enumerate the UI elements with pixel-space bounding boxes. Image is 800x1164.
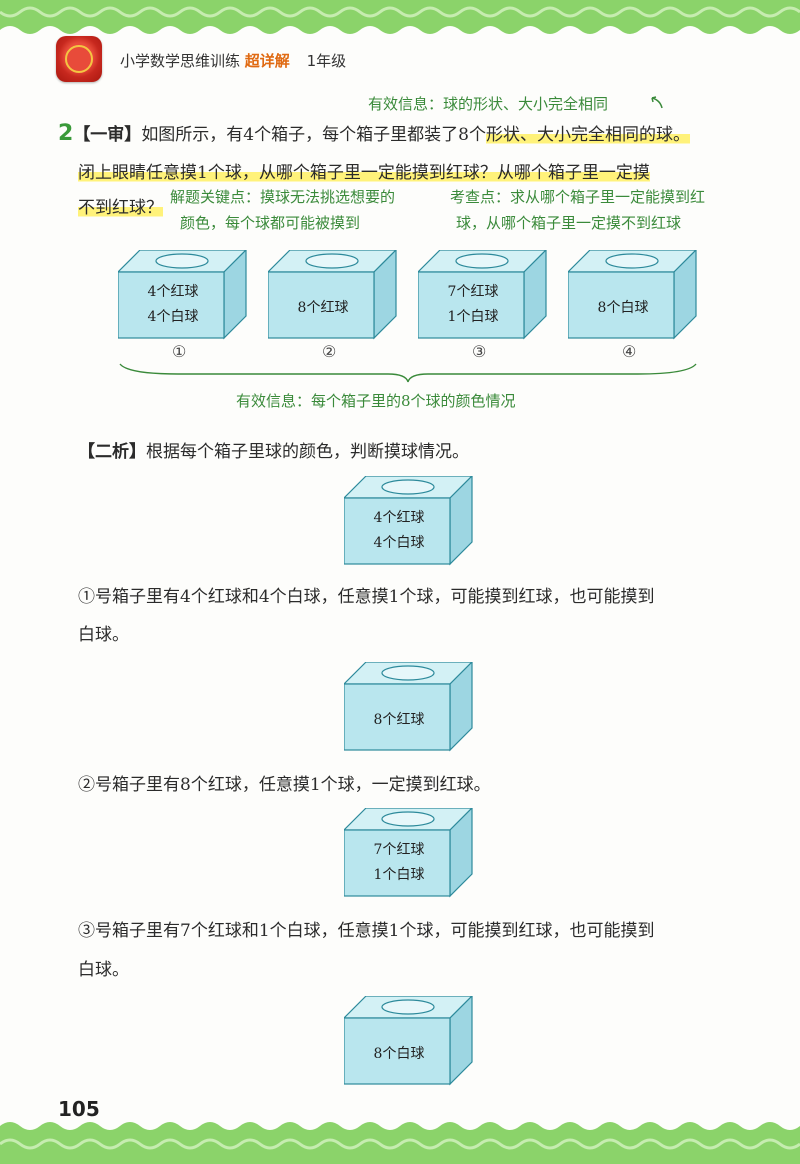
analysis-box-3-line-1: 7个红球 <box>373 842 425 858</box>
step1-tag: 【一审】 <box>73 125 142 145</box>
box-3: 7个红球 1个白球 <box>418 250 548 340</box>
analysis-box-1-line-1: 4个红球 <box>373 510 425 526</box>
box-2: 8个红球 <box>268 250 398 340</box>
analysis-intro-line: 【二析】根据每个箱子里球的颜色，判断摸球情况。 <box>78 437 469 462</box>
page-number: 105 <box>58 1097 100 1121</box>
box-4: 8个白球 <box>568 250 698 340</box>
footer-wave-band <box>0 1122 800 1164</box>
note-arrow-icon <box>651 96 663 109</box>
grade-label: 1年级 <box>306 52 347 70</box>
analysis-p1-line-2: 白球。 <box>78 625 129 645</box>
analysis-intro: 根据每个箱子里球的颜色，判断摸球情况。 <box>146 442 469 462</box>
boxes-bracket <box>119 363 697 383</box>
analysis-p3-line-1: ③号箱子里有7个红球和1个白球，任意摸1个球，可能摸到红球，也可能摸到 <box>78 921 655 941</box>
book-title-text: 小学数学思维训练 <box>120 52 241 70</box>
note-key-point-2: 颜色，每个球都可能被摸到 <box>180 214 361 232</box>
box-3-line-1: 7个红球 <box>447 284 499 300</box>
analysis-box-1: 4个红球 4个白球 <box>344 476 474 566</box>
analysis-box-2: 8个红球 <box>344 662 474 752</box>
question-line-3: 不到红球？ <box>78 193 163 218</box>
box-1-label: ① <box>172 342 187 361</box>
header-wave-band <box>0 0 800 34</box>
note-exam-point-2: 球，从哪个箱子里一定摸不到红球 <box>456 214 682 232</box>
analysis-box-4: 8个白球 <box>344 996 474 1086</box>
analysis-box-2-line-1: 8个红球 <box>373 712 425 728</box>
analysis-p3-line-2: 白球。 <box>78 960 129 980</box>
question-text-2: 闭上眼睛任意摸1个球，从哪个箱子里一定能摸到红球？从哪个箱子里一定摸 <box>78 163 650 183</box>
note-key-point-1: 解题关键点：摸球无法挑选想要的 <box>170 188 396 206</box>
question-text-1: 如图所示，有4个箱子，每个箱子里都装了8个 <box>141 125 486 145</box>
note-exam-point-1: 考查点：求从哪个箱子里一定能摸到红 <box>450 188 706 206</box>
step2-tag: 【二析】 <box>78 442 146 462</box>
note-effective-info-colors: 有效信息：每个箱子里的8个球的颜色情况 <box>236 392 516 410</box>
box-1-line-2: 4个白球 <box>147 309 199 325</box>
question-number: 2 <box>58 121 74 146</box>
question-line-1: 2【一审】如图所示，有4个箱子，每个箱子里都装了8个形状、大小完全相同的球。 <box>58 120 690 146</box>
box-4-label: ④ <box>622 342 637 361</box>
question-line-2: 闭上眼睛任意摸1个球，从哪个箱子里一定能摸到红球？从哪个箱子里一定摸 <box>78 158 650 183</box>
analysis-p2: ②号箱子里有8个红球，任意摸1个球，一定摸到红球。 <box>78 775 491 795</box>
box-2-label: ② <box>322 342 337 361</box>
analysis-p1-line-1: ①号箱子里有4个红球和4个白球，任意摸1个球，可能摸到红球，也可能摸到 <box>78 587 655 607</box>
publisher-logo <box>56 36 102 82</box>
box-1-line-1: 4个红球 <box>147 284 199 300</box>
box-1: 4个红球 4个白球 <box>118 250 248 340</box>
question-highlight-1: 形状、大小完全相同的球。 <box>485 125 690 145</box>
analysis-box-3-line-2: 1个白球 <box>373 867 425 883</box>
box-3-line-2: 1个白球 <box>447 309 499 325</box>
book-title-highlight: 超详解 <box>244 52 290 70</box>
analysis-box-3: 7个红球 1个白球 <box>344 808 474 898</box>
box-2-line-1: 8个红球 <box>297 300 349 316</box>
box-3-label: ③ <box>472 342 487 361</box>
analysis-box-1-line-2: 4个白球 <box>373 535 425 551</box>
note-effective-info-top: 有效信息：球的形状、大小完全相同 <box>368 95 609 113</box>
logo-emblem-icon <box>65 45 93 73</box>
analysis-box-4-line-1: 8个白球 <box>373 1046 425 1062</box>
book-title: 小学数学思维训练 超详解 1年级 <box>120 50 346 71</box>
question-text-3: 不到红球？ <box>78 198 163 218</box>
box-4-line-1: 8个白球 <box>597 300 649 316</box>
